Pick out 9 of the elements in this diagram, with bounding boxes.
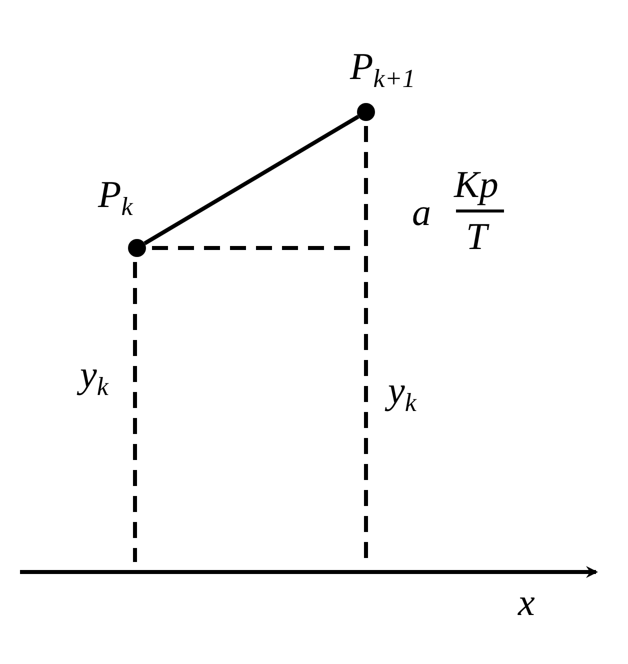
fraction-numerator: Kp — [454, 166, 498, 204]
fraction-denominator: T — [466, 218, 488, 256]
axis-label: x — [518, 584, 535, 622]
point-label: P$_{k}$ — [98, 176, 133, 220]
line-segment — [144, 114, 360, 246]
variable-label: a — [412, 194, 431, 232]
point-dot — [128, 239, 146, 257]
point-dot — [357, 103, 375, 121]
point-label: P$_{k+1}$ — [350, 48, 416, 92]
